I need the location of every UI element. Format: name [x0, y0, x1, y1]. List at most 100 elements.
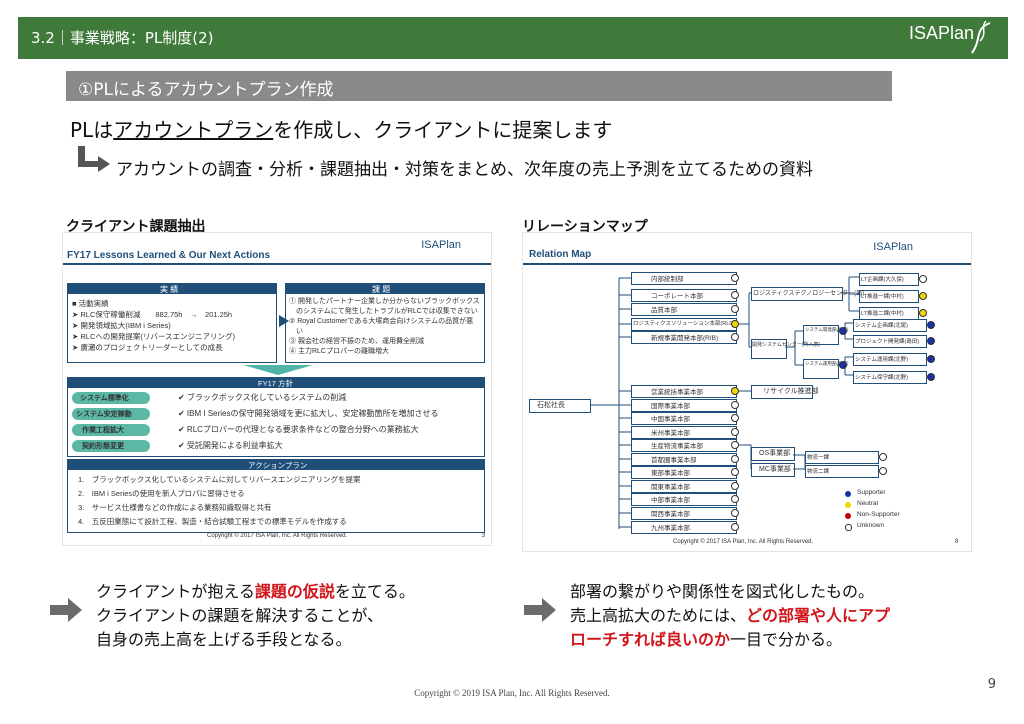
policy-item: ✔ ブラックボックス化しているシステムの削減 — [178, 393, 347, 402]
header-bar: 3.2｜事業戦略：PL制度(2) ISAPlan — [18, 17, 1008, 59]
lessons-learned-thumbnail: FY17 Lessons Learned & Our Next Actions … — [62, 232, 492, 546]
status-dot — [927, 321, 935, 329]
department-label: 関西事業本部 — [651, 511, 690, 518]
map-copyright: Copyright © 2017 ISA Plan, Inc. All Righ… — [673, 539, 814, 545]
section-title: ①PLによるアカウントプラン作成 — [78, 80, 334, 100]
left-caption: クライアントが抱える課題の仮説を立てる。 クライアントの課題を解決することが、 … — [96, 580, 415, 652]
mid-node — [751, 463, 795, 477]
result-item: ■ 活動実績 — [72, 299, 109, 308]
action-item: 4. 五反田業態にて設計工程、製造・結合試験工程までの標準モデルを作成する — [78, 517, 347, 526]
sub-node — [853, 335, 927, 348]
department-label: 九州事業本部 — [651, 525, 690, 532]
caption-highlight: ローチすれば良いのか — [570, 630, 731, 649]
status-dot — [731, 523, 739, 531]
department-label: 首都圏事業本部 — [651, 457, 697, 464]
relation-map-thumbnail: Relation Map ISAPlan 石松社長 内部統制部コーポレート本部品… — [522, 232, 972, 552]
sub-node-label: システム企画課(北尾) — [855, 323, 908, 329]
department-label: 関東事業本部 — [651, 484, 690, 491]
status-dot — [839, 327, 847, 335]
headline-post: を作成し、クライアントに提案します — [273, 118, 613, 142]
status-dot — [927, 337, 935, 345]
sub-node-label: システム開発部(北野) — [805, 327, 849, 332]
thumb-logo: ISAPlan — [421, 239, 461, 251]
department-label: コーポレート本部 — [651, 293, 703, 300]
department-label: 新規事業開発本部(RIB) — [651, 335, 719, 342]
action-item: 2. IBM i Seriesの使用を新人プロパに習得させる — [78, 489, 245, 498]
status-dot — [839, 361, 847, 369]
sub-node — [853, 371, 927, 384]
sub-text: アカウントの調査・分析・課題抽出・対策をまとめ、次年度の売上予測を立てるための資… — [116, 160, 813, 180]
sub-node-label: 物流二課 — [807, 469, 830, 475]
status-dot — [919, 275, 927, 283]
caption-text: 部署の繋がりや関係性を図式化したもの。 — [570, 582, 875, 601]
policy-tag: 作業工程拡大 — [82, 427, 124, 434]
legend-neutral-dot — [845, 502, 851, 508]
right-section-label: リレーションマップ — [522, 219, 648, 235]
department-label: 国際事業本部 — [651, 403, 690, 410]
sub-node-label: システム保守課(北野) — [855, 375, 908, 381]
sub-node — [805, 465, 879, 478]
right-arrow-icon — [50, 598, 82, 622]
sub-node — [805, 451, 879, 464]
mid-node — [751, 287, 843, 301]
arrow-right-icon — [279, 315, 289, 327]
sub-node-label: システム運用課(北野) — [855, 357, 908, 363]
status-dot — [927, 373, 935, 381]
issue-item: ④ 主力RLCプロパーの離職増大 — [289, 348, 389, 355]
mid-node — [751, 339, 787, 359]
thumb-copyright: Copyright © 2017 ISA Plan, Inc. All Righ… — [207, 533, 348, 539]
policy-item: ✔ IBM I Seriesの保守開発領域を更に拡大し、安定稼動箇所を増加させる — [178, 409, 439, 418]
left-section-label: クライアント課題抽出 — [66, 219, 206, 235]
status-dot — [731, 401, 739, 409]
policy-tag: システム標準化 — [80, 395, 129, 402]
issue-item: のシステムにて発生したトラブルがRLCでは収集できない — [289, 308, 478, 315]
policy-header: FY17 方針 — [258, 379, 294, 388]
legend-non-supporter-dot — [845, 513, 851, 519]
status-dot — [731, 387, 739, 395]
status-dot — [731, 305, 739, 313]
department-label: 米州事業本部 — [651, 430, 690, 437]
mid-node-label: 開発システムセンター(所入表) — [752, 342, 821, 348]
policy-tag: システム安定稼動 — [76, 411, 132, 418]
sub-node-label: プロジェクト開発課(島田) — [855, 339, 920, 345]
department-label: ロジスティクスソリューション本部(RLC) — [633, 321, 736, 327]
headline-underlined: アカウントプラン — [113, 118, 274, 142]
department-label: 生産物流事業本部 — [651, 443, 703, 450]
elbow-arrow-icon — [78, 146, 110, 172]
department-label: 営業統括事業本部 — [651, 389, 703, 396]
caption-text: クライアントの課題を解決することが、 — [96, 606, 384, 625]
caption-text: を立てる。 — [334, 582, 415, 601]
sub-node-label: システム運用部(北野) — [805, 361, 849, 366]
company-logo: ISAPlan — [908, 23, 974, 43]
sub-node — [803, 359, 839, 379]
thumb-title-rule — [63, 263, 491, 265]
issue-item: ① 開発したパートナー企業しか分からないブラックボックス — [289, 298, 480, 305]
legend-supporter-dot — [845, 491, 851, 497]
legend-label: Neutral — [857, 500, 878, 507]
status-dot — [879, 467, 887, 475]
result-item: ➤ RLCへの開発提案(リバースエンジニアリング) — [72, 332, 235, 341]
mid-node-label: リサイクル推進部 — [763, 388, 819, 395]
result-item: ➤ RLC保守稼働削減 882.75h → 201.25h — [72, 310, 233, 319]
legend-label: Non-Supporter — [857, 511, 900, 518]
status-dot — [731, 428, 739, 436]
legend-label: Supporter — [857, 489, 886, 496]
results-box: 実 績 ■ 活動実績 ➤ RLC保守稼働削減 882.75h → 201.25h… — [67, 283, 277, 363]
department-node — [631, 303, 737, 316]
status-dot — [731, 274, 739, 282]
policy-box: FY17 方針 システム標準化 システム安定稼動 作業工程拡大 契約形態変更 ✔… — [67, 377, 485, 457]
sub-node — [853, 319, 927, 332]
results-header: 実 績 — [160, 285, 179, 294]
right-caption: 部署の繋がりや関係性を図式化したもの。 売上高拡大のためには、どの部署や人にアプ… — [570, 580, 890, 652]
department-label: 東部事業本部 — [651, 470, 690, 477]
caption-highlight: 課題の仮説 — [254, 582, 335, 601]
department-label: 品質本部 — [651, 307, 677, 314]
department-label: 中国事業本部 — [651, 416, 690, 423]
status-dot — [731, 441, 739, 449]
mid-node — [751, 447, 795, 461]
section-title-bar: ①PLによるアカウントプラン作成 — [66, 71, 892, 101]
department-label: 中部事業本部 — [651, 497, 690, 504]
map-page: 8 — [955, 539, 959, 545]
thumb-page: 3 — [481, 533, 485, 539]
issues-header: 課 題 — [372, 285, 391, 294]
